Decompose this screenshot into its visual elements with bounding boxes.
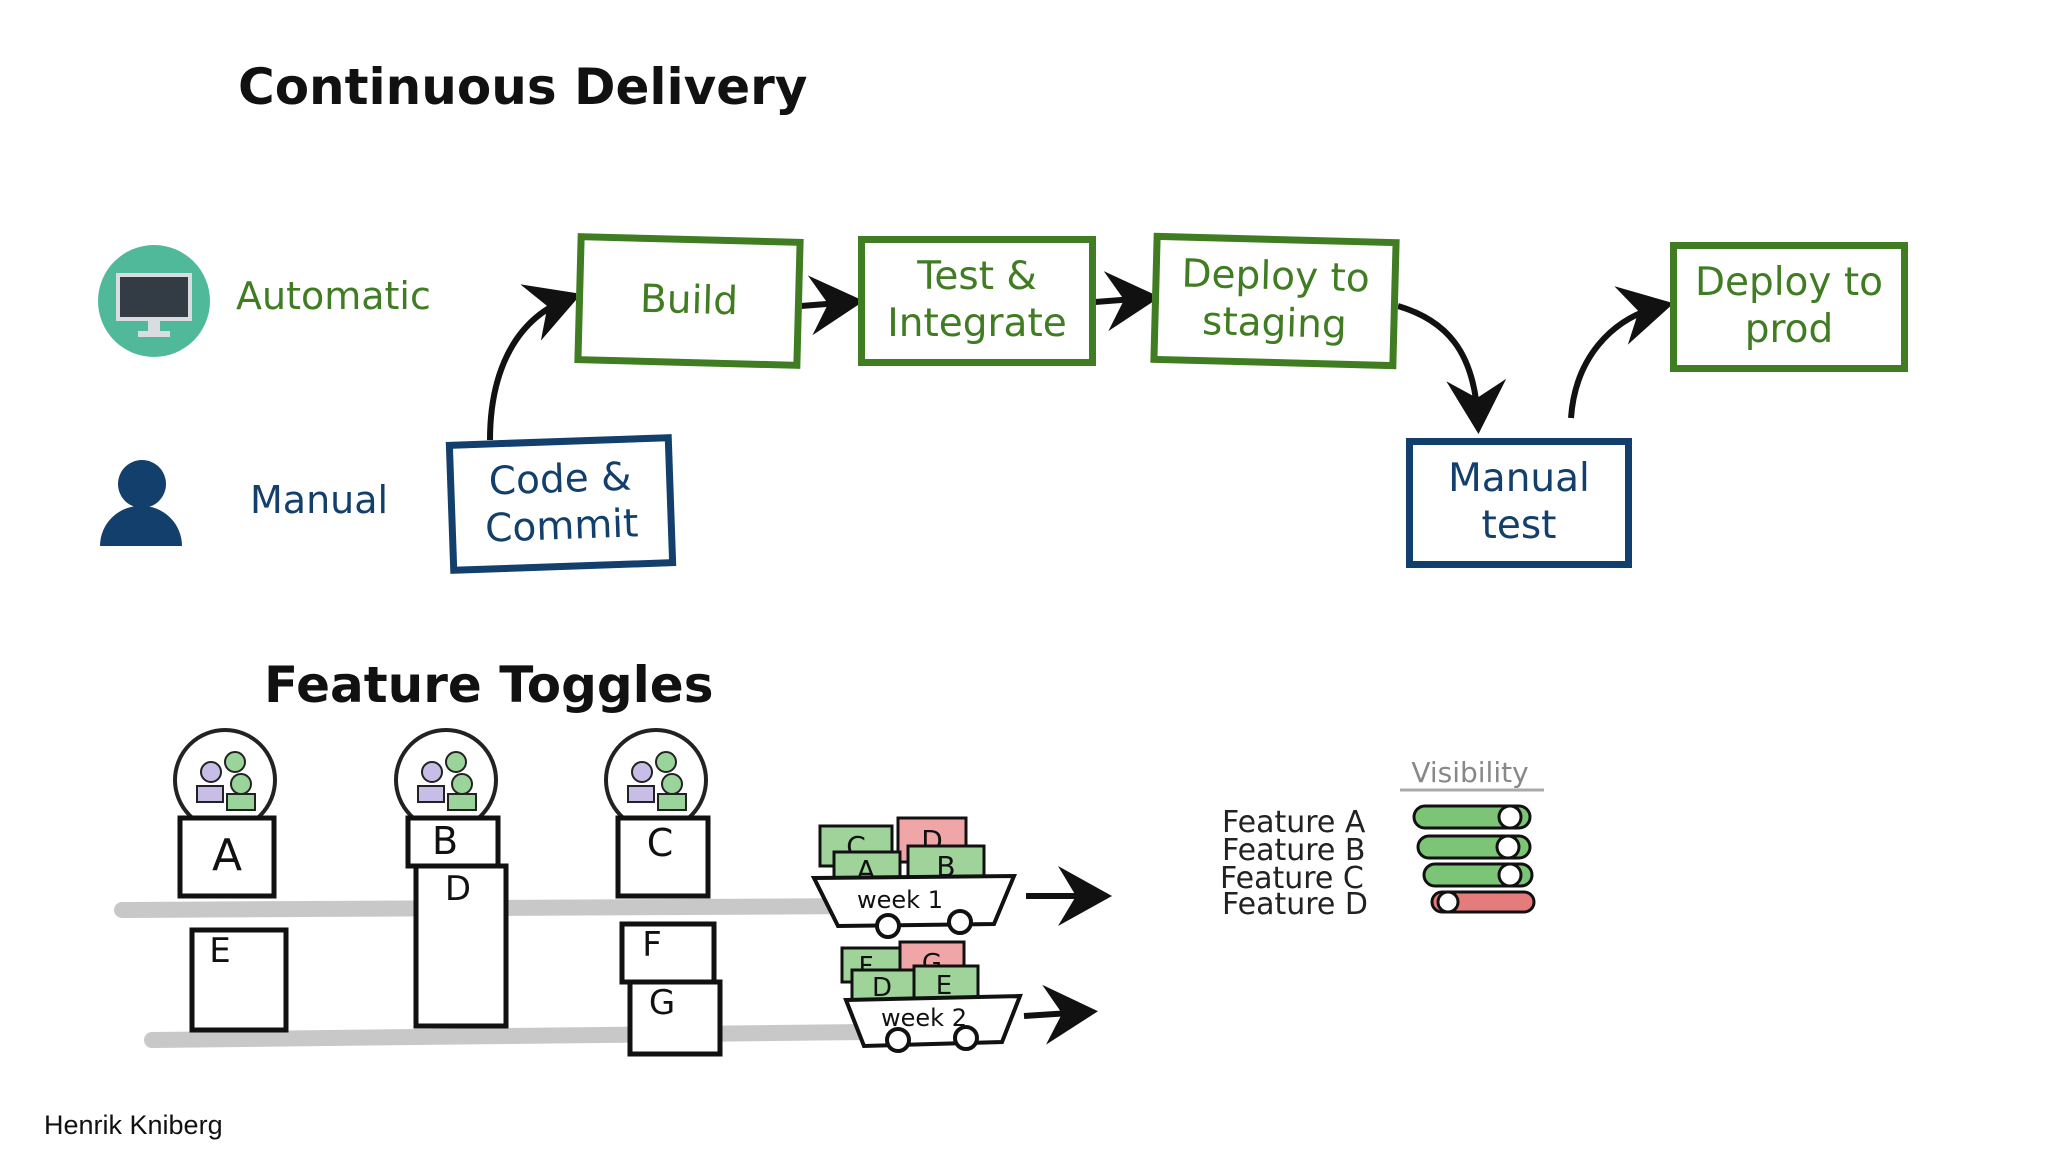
prod-line1: Deploy to [1694,260,1884,306]
arrow-build-to-test [800,275,864,336]
feature-b-label: Feature B [1222,833,1365,868]
lane-2 [144,1024,874,1048]
card-f [619,921,717,985]
team-icon-a [173,728,277,832]
cart-week-2: F G D E week 2 [840,940,1023,1053]
team-icon-b [394,728,498,832]
card-g [627,979,723,1057]
manualtest-line2: test [1481,503,1557,548]
team-icon-c [604,728,708,832]
cart-week-1: C D A B week 1 [810,816,1018,939]
manualtest-line1: Manual [1448,456,1590,502]
monitor-icon [98,245,210,357]
test-integrate-box: Test & Integrate [858,236,1096,366]
svg-text:E: E [936,971,952,1001]
card-e-label: E [209,931,230,971]
card-c-label: C [647,821,674,865]
automatic-label: Automatic [236,274,431,318]
continuous-delivery-title: Continuous Delivery [238,58,808,116]
card-e [189,927,289,1033]
card-c [615,815,711,899]
arrow-test-to-staging [1094,271,1160,332]
test-line2: Integrate [887,301,1067,346]
manual-label: Manual [250,478,389,522]
card-b-label: B [432,819,458,863]
arrow-manualtest-to-prod [1568,286,1674,419]
card-g-label: G [649,983,675,1023]
card-d-label: D [445,869,471,909]
feature-toggles-title: Feature Toggles [264,656,714,714]
arrow-staging-to-manualtest [1397,303,1507,434]
arrow-code-to-build [487,284,582,441]
person-icon [96,460,186,546]
visibility-heading: Visibility [1411,756,1528,789]
svg-text:D: D [872,973,892,1003]
author-credit: Henrik Kniberg [44,1110,223,1140]
card-f-label: F [642,925,662,965]
card-a [177,815,277,899]
card-b [405,815,501,869]
feature-c-label: Feature C [1220,861,1364,896]
cart-week-1-label: week 1 [857,886,943,914]
card-d [413,863,509,1029]
manual-test-box: Manual test [1406,438,1632,568]
feature-d-label: Feature D [1222,887,1368,922]
card-a-label: A [212,830,242,881]
prod-line2: prod [1744,307,1834,352]
arrow-week-2 [1023,984,1098,1045]
feature-a-label: Feature A [1222,805,1366,840]
deploy-prod-box: Deploy to prod [1670,242,1908,372]
test-line1: Test & [917,254,1037,300]
